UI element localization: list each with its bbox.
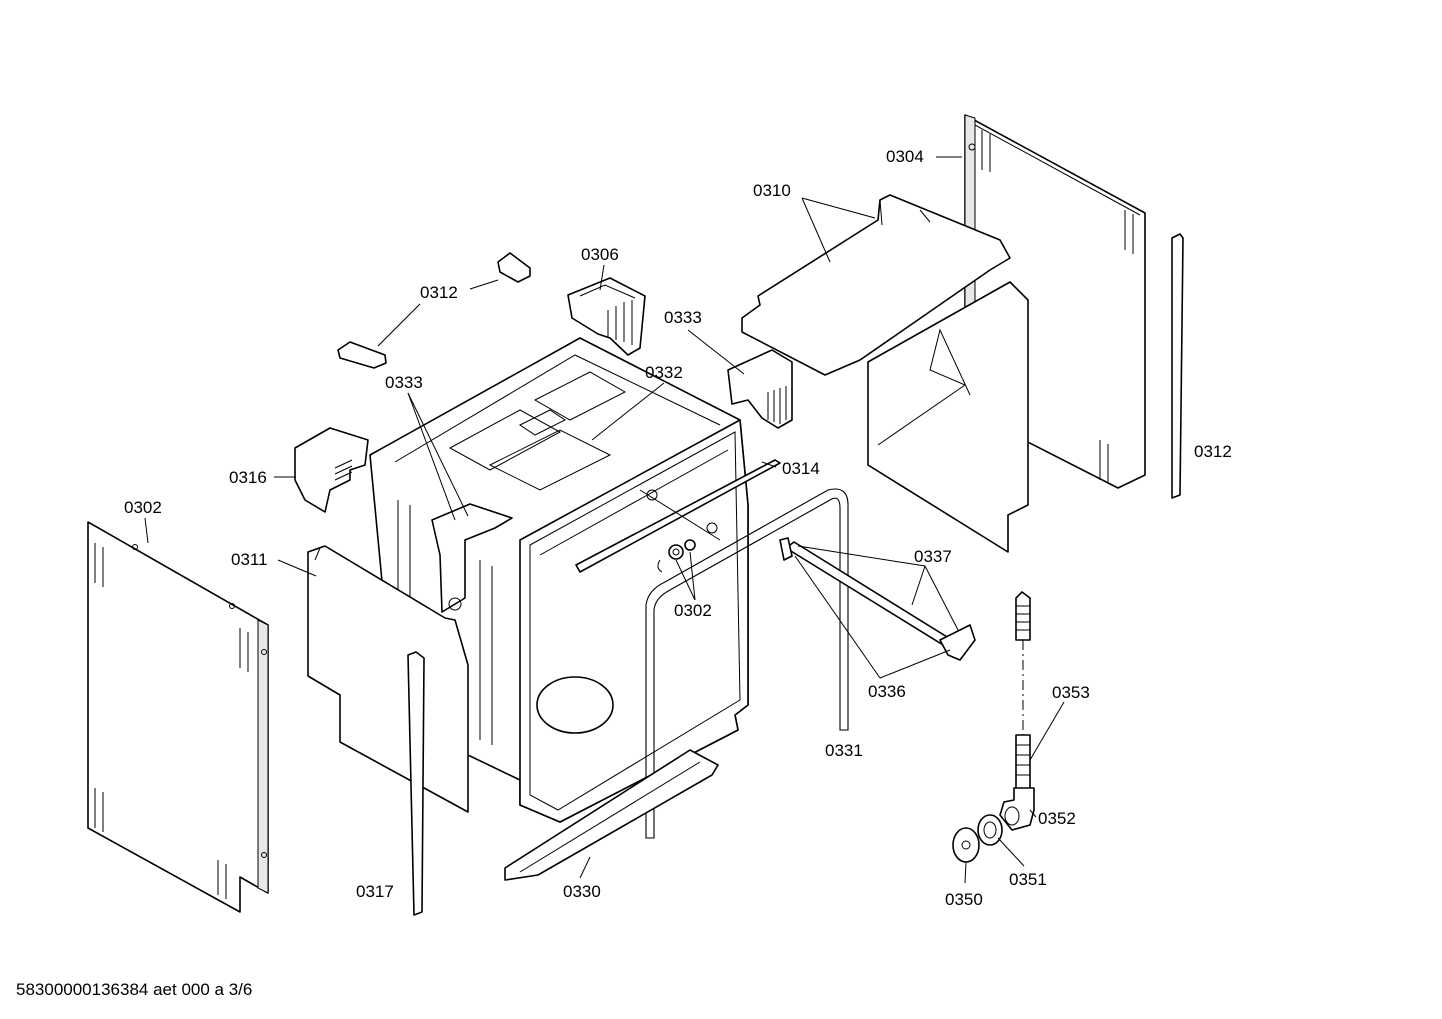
bracket-0316 [294, 427, 369, 513]
callout-0311: 0311 [231, 550, 268, 569]
callout-0316: 0316 [229, 468, 267, 487]
callout-0302-center: 0302 [674, 601, 712, 620]
callout-0333-left: 0333 [385, 373, 423, 392]
callout-0350: 0350 [945, 890, 983, 909]
document-code: 58300000136384 aet 000 a 3/6 [16, 980, 253, 999]
callout-0337: 0337 [914, 547, 952, 566]
trim-strip-0317 [407, 651, 425, 916]
rail-0314 [575, 459, 781, 573]
connector-0352 [999, 787, 1035, 831]
plate-0312-top [497, 252, 531, 283]
callout-0310: 0310 [753, 181, 791, 200]
hinge-bracket-0333-left [431, 503, 513, 613]
callout-0336: 0336 [868, 682, 906, 701]
insulation-panel-0311 [307, 545, 469, 813]
top-plate-assembly [741, 194, 1029, 553]
callout-0312-right: 0312 [1194, 442, 1232, 461]
callout-0352: 0352 [1038, 809, 1076, 828]
callout-0351: 0351 [1009, 870, 1047, 889]
callout-0304: 0304 [886, 147, 924, 166]
callout-0353: 0353 [1052, 683, 1090, 702]
ring-0351 [977, 814, 1003, 846]
callout-0331: 0331 [825, 741, 863, 760]
plate-0312-bottom [337, 341, 387, 369]
trim-strip-right [1171, 233, 1184, 499]
rail-0330 [504, 749, 719, 881]
callout-0314: 0314 [782, 459, 820, 478]
callout-labels: 0304 0310 0306 0312 0333 0332 0333 0316 … [124, 147, 1232, 909]
callout-0332: 0332 [645, 363, 683, 382]
callout-0317: 0317 [356, 882, 394, 901]
bar-0336 [779, 537, 976, 661]
callout-0306: 0306 [581, 245, 619, 264]
callout-0312-top: 0312 [420, 283, 458, 302]
hinge-bracket-0333-right [727, 349, 793, 429]
callout-0333-right: 0333 [664, 308, 702, 327]
callout-0330: 0330 [563, 882, 601, 901]
door-seal-0331 [645, 488, 849, 839]
drain-hose-0353 [1015, 591, 1031, 791]
bracket-0306 [567, 277, 646, 356]
fixings-0302 [657, 539, 696, 573]
leader-lines [144, 156, 1065, 884]
side-panel-left [87, 521, 269, 913]
callout-0302-left: 0302 [124, 498, 162, 517]
cap-0350 [952, 827, 980, 863]
